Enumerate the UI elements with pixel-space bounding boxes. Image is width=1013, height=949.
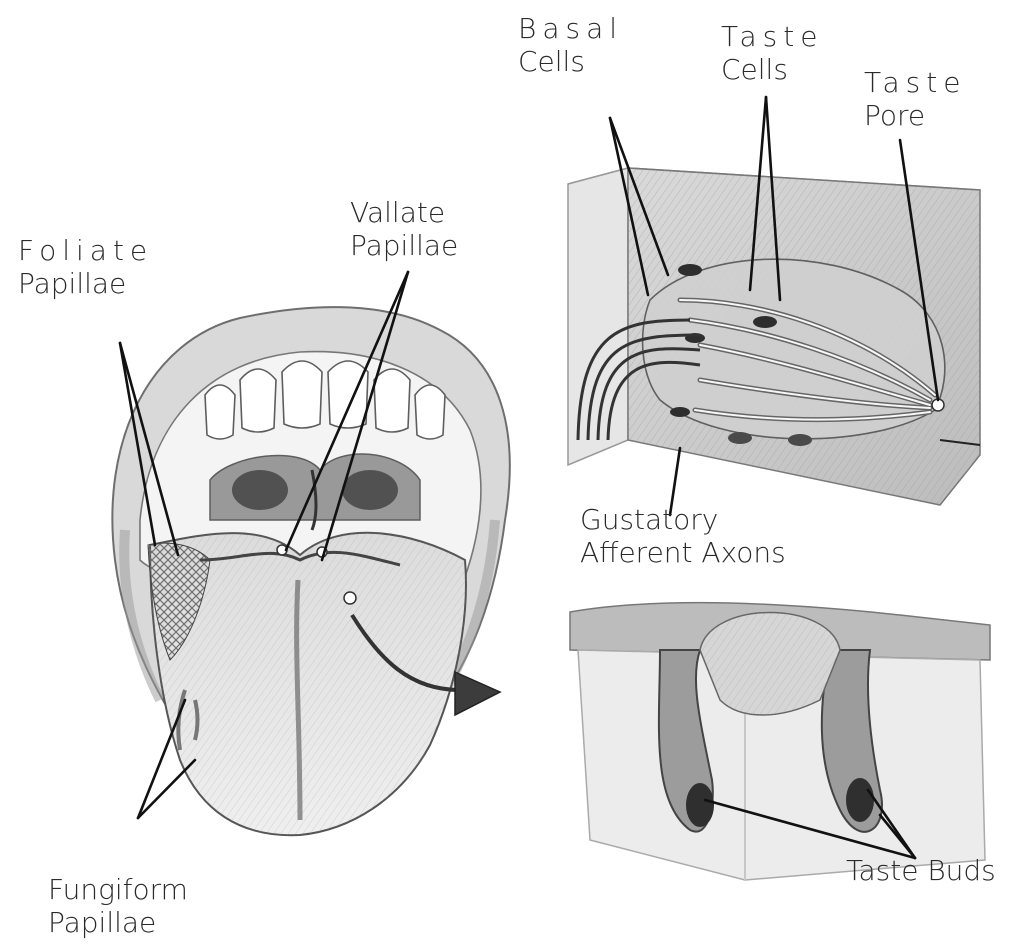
papilla-block bbox=[570, 603, 990, 880]
arrow-head bbox=[455, 672, 500, 715]
label-gustatory-line2: Afferent Axons bbox=[580, 536, 786, 569]
label-taste-cells-line2: Cells bbox=[721, 53, 823, 86]
label-vallate-line2: Papillae bbox=[350, 229, 458, 262]
label-foliate-papillae: Foliate Papillae bbox=[18, 234, 153, 300]
mouth-illustration bbox=[112, 307, 509, 835]
label-basal-cells: Basal Cells bbox=[518, 12, 623, 78]
label-vallate-papillae: Vallate Papillae bbox=[350, 196, 458, 262]
label-vallate-line1: Vallate bbox=[350, 196, 458, 229]
label-fungiform-papillae: Fungiform Papillae bbox=[48, 873, 188, 939]
label-taste-pore: Taste Pore bbox=[864, 66, 966, 132]
label-foliate-line1: Foliate bbox=[18, 234, 153, 267]
label-taste-pore-line1: Taste bbox=[864, 66, 966, 99]
label-basal-line1: Basal bbox=[518, 12, 623, 45]
label-basal-line2: Cells bbox=[518, 45, 623, 78]
label-foliate-line2: Papillae bbox=[18, 267, 153, 300]
label-taste-pore-line2: Pore bbox=[864, 99, 966, 132]
label-taste-cells-line1: Taste bbox=[721, 20, 823, 53]
label-fungiform-line2: Papillae bbox=[48, 906, 188, 939]
label-taste-buds: Taste Buds bbox=[846, 854, 996, 887]
taste-bud-right bbox=[846, 778, 874, 822]
label-taste-buds-line1: Taste Buds bbox=[846, 854, 996, 887]
label-gustatory-afferent-axons: Gustatory Afferent Axons bbox=[580, 503, 786, 569]
label-gustatory-line1: Gustatory bbox=[580, 503, 786, 536]
label-fungiform-line1: Fungiform bbox=[48, 873, 188, 906]
label-taste-cells: Taste Cells bbox=[721, 20, 823, 86]
taste-bud-left bbox=[686, 783, 714, 827]
